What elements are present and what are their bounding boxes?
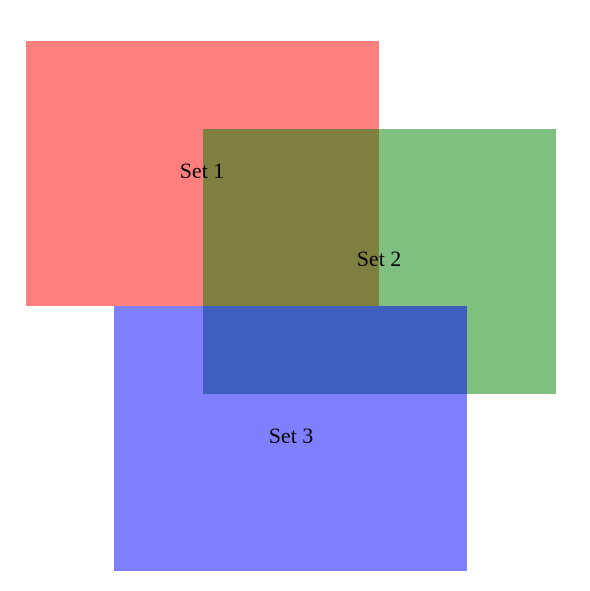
set-3-region [114,306,467,571]
set-2-label: Set 2 [357,246,402,271]
set-1-label: Set 1 [180,158,225,183]
set-3-label: Set 3 [269,423,314,448]
